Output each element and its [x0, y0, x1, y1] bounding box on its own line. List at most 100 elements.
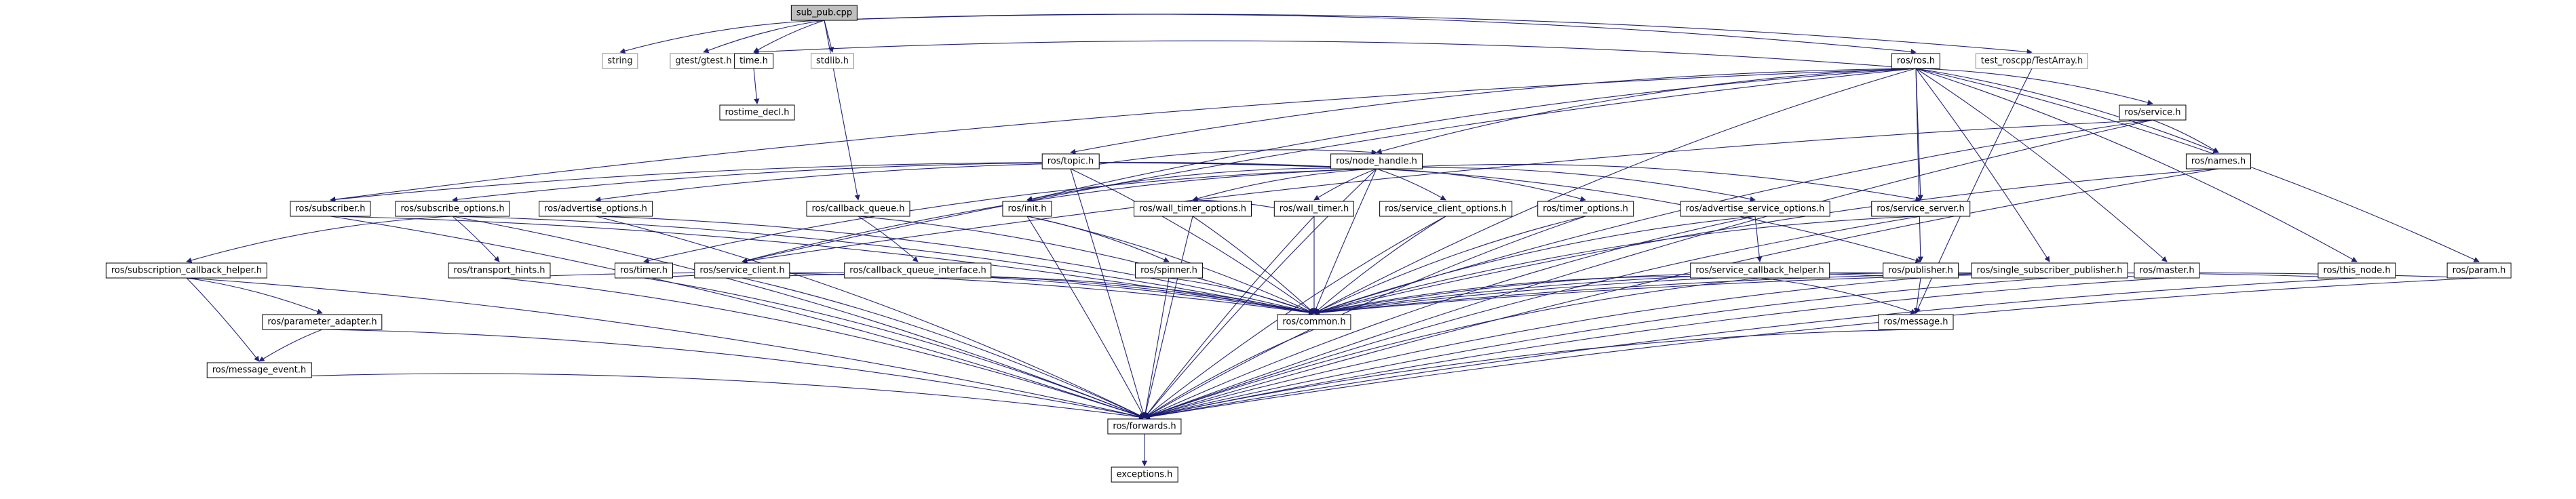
node-this_node[interactable]: ros/this_node.h	[2318, 262, 2396, 279]
edge-service-to-service_client	[742, 119, 2153, 264]
node-service_callback_helper[interactable]: ros/service_callback_helper.h	[1690, 262, 1830, 279]
edge-advertise_options-to-forwards	[595, 216, 1145, 418]
edge-ros-to-param	[1915, 68, 2480, 262]
edge-node_handle-to-wall_timer_options	[1192, 168, 1377, 201]
edge-ros-to-common	[1313, 68, 1917, 314]
node-service_client_options[interactable]: ros/service_client_options.h	[1379, 201, 1512, 217]
edge-ros-to-names	[1915, 68, 2219, 154]
edge-callback_queue-to-callback_queue_interface	[858, 216, 919, 262]
edge-message-to-forwards	[1144, 329, 1917, 420]
edge-node_handle-to-common	[1313, 168, 1377, 314]
edge-subscribe_options-to-transport_hints	[452, 216, 500, 262]
node-wall_timer[interactable]: ros/wall_timer.h	[1273, 201, 1355, 217]
node-node_handle[interactable]: ros/node_handle.h	[1330, 153, 1423, 169]
edge-ros-to-topic	[1070, 68, 1917, 155]
node-names[interactable]: ros/names.h	[2185, 153, 2252, 169]
edge-time-to-rostime_decl	[753, 68, 760, 104]
edge-subscription_callback_helper-to-forwards	[186, 277, 1145, 420]
node-single_subscriber_publisher[interactable]: ros/single_subscriber_publisher.h	[1971, 262, 2128, 279]
edge-timer-to-forwards	[643, 277, 1145, 419]
node-subscribe_options[interactable]: ros/subscribe_options.h	[395, 201, 510, 217]
edge-single_subscriber_publisher-to-forwards	[1144, 277, 2050, 420]
node-exceptions[interactable]: exceptions.h	[1111, 466, 1178, 483]
edge-init-to-spinner	[1026, 216, 1170, 262]
edge-service-to-forwards	[1144, 119, 2153, 419]
edge-testarray-to-message	[1915, 68, 2033, 314]
node-rostime_decl[interactable]: rostime_decl.h	[719, 104, 795, 121]
edge-node_handle-to-timer	[643, 168, 1377, 264]
node-advertise_options[interactable]: ros/advertise_options.h	[539, 201, 653, 217]
edge-service_client_options-to-common	[1313, 216, 1446, 314]
node-init[interactable]: ros/init.h	[1002, 201, 1052, 217]
edge-sub_pub-to-callback_queue	[824, 20, 860, 201]
edge-param-to-forwards	[1144, 277, 2480, 420]
edge-master-to-forwards	[1144, 277, 2168, 420]
node-subscriber[interactable]: ros/subscriber.h	[290, 201, 371, 217]
edge-timer-to-common	[643, 272, 1315, 315]
edge-message_event-to-forwards	[258, 373, 1145, 420]
edge-node_handle-to-subscriber	[330, 162, 1377, 203]
edge-node_handle-to-advertise_service_options	[1376, 167, 1756, 202]
node-param[interactable]: ros/param.h	[2446, 262, 2512, 279]
edge-sub_pub-to-string	[619, 20, 825, 54]
node-sub_pub: sub_pub.cpp	[790, 5, 858, 21]
edge-ros-to-single_subscriber_publisher	[1915, 68, 2050, 262]
edge-sub_pub-to-gtest	[703, 20, 825, 54]
edge-parameter_adapter-to-message_event	[258, 329, 323, 362]
edge-wall_timer-to-forwards	[1144, 216, 1315, 418]
node-timer_options[interactable]: ros/timer_options.h	[1537, 201, 1634, 217]
edge-subscription_callback_helper-to-parameter_adapter	[186, 277, 323, 315]
node-ros[interactable]: ros/ros.h	[1891, 53, 1941, 69]
edge-subscribe_options-to-common	[452, 216, 1315, 315]
node-forwards[interactable]: ros/forwards.h	[1107, 418, 1182, 435]
edge-ros-to-service_client	[742, 68, 1917, 264]
edge-node_handle-to-init	[1026, 167, 1377, 202]
edge-service_server-to-forwards	[1144, 216, 1921, 419]
node-master[interactable]: ros/master.h	[2134, 262, 2200, 279]
node-subscription_callback_helper[interactable]: ros/subscription_callback_helper.h	[105, 262, 268, 279]
node-common[interactable]: ros/common.h	[1277, 314, 1351, 330]
node-gtest: gtest/gtest.h	[670, 53, 737, 69]
edge-service_callback_helper-to-forwards	[1144, 277, 1761, 419]
edge-ros-to-master	[1915, 68, 2168, 262]
edge-parameter_adapter-to-forwards	[322, 329, 1145, 420]
edge-this_node-to-forwards	[1144, 277, 2358, 420]
edge-advertise_service_options-to-service_callback_helper	[1754, 216, 1763, 262]
edge-subscription_callback_helper-to-message_event	[186, 277, 260, 362]
node-service_client[interactable]: ros/service_client.h	[694, 262, 790, 279]
edge-node_handle-to-wall_timer	[1313, 168, 1377, 201]
node-callback_queue[interactable]: ros/callback_queue.h	[806, 201, 910, 217]
edge-service_client-to-common	[742, 273, 1315, 315]
node-stdlib: stdlib.h	[811, 53, 854, 69]
node-service_server[interactable]: ros/service_server.h	[1871, 201, 1970, 217]
node-service[interactable]: ros/service.h	[2119, 104, 2187, 121]
edge-subscriber-to-forwards	[330, 216, 1145, 419]
edge-publisher-to-forwards	[1144, 277, 1921, 419]
edge-node_handle-to-subscribe_options	[452, 162, 1377, 203]
edge-publisher-to-message	[1913, 277, 1921, 314]
edge-node_handle-to-service_client_options	[1376, 168, 1446, 201]
edge-service_callback_helper-to-message	[1759, 277, 1917, 315]
node-transport_hints[interactable]: ros/transport_hints.h	[448, 262, 551, 279]
edge-common-to-forwards	[1144, 329, 1315, 418]
node-time[interactable]: time.h	[734, 53, 773, 69]
edge-node_handle-to-advertise_options	[595, 162, 1377, 203]
node-wall_timer_options[interactable]: ros/wall_timer_options.h	[1134, 201, 1252, 217]
edge-advertise_service_options-to-forwards	[1144, 216, 1756, 418]
node-string: string	[602, 53, 638, 69]
node-timer[interactable]: ros/timer.h	[614, 262, 674, 279]
node-publisher[interactable]: ros/publisher.h	[1883, 262, 1959, 279]
edge-node_handle-to-forwards	[1144, 168, 1377, 418]
node-advertise_service_options[interactable]: ros/advertise_service_options.h	[1680, 201, 1830, 217]
node-spinner[interactable]: ros/spinner.h	[1135, 262, 1203, 279]
edge-node_handle-to-service_server	[1376, 163, 1921, 202]
node-message_event[interactable]: ros/message_event.h	[206, 362, 312, 378]
node-message[interactable]: ros/message.h	[1878, 314, 1954, 330]
edge-sub_pub-to-time	[753, 20, 825, 53]
node-parameter_adapter[interactable]: ros/parameter_adapter.h	[262, 314, 383, 330]
node-callback_queue_interface[interactable]: ros/callback_queue_interface.h	[844, 262, 992, 279]
node-topic[interactable]: ros/topic.h	[1041, 153, 1100, 169]
edge-subscribe_options-to-forwards	[452, 216, 1145, 419]
